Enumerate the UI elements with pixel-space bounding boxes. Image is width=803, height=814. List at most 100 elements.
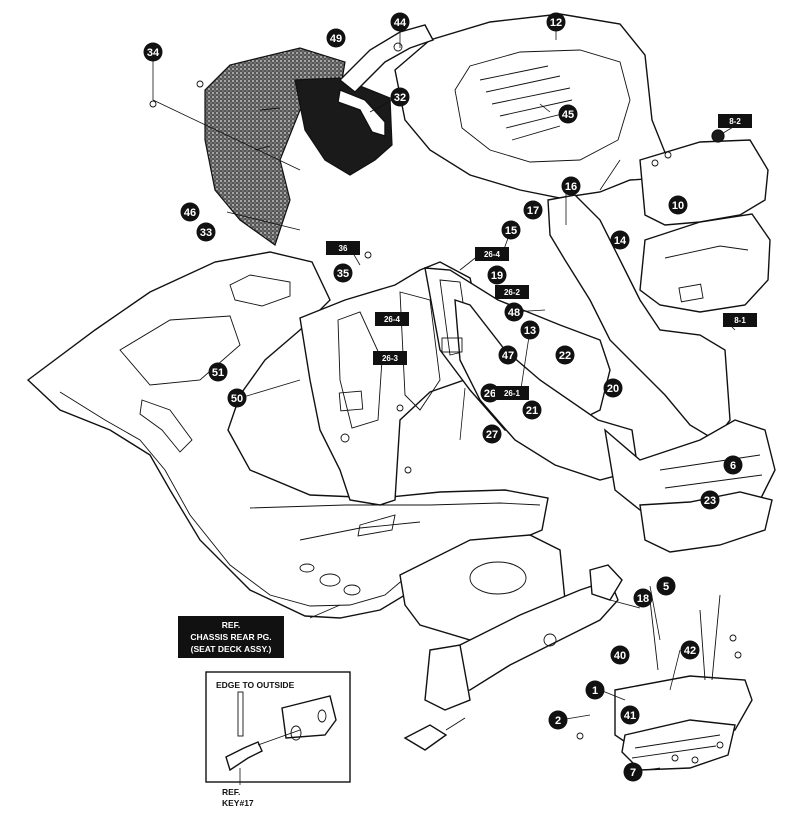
callout-18: 18	[633, 588, 653, 608]
callout-label: 22	[559, 350, 571, 362]
callout-badge	[623, 762, 643, 782]
callout-badge	[501, 220, 521, 240]
callout-6: 6	[723, 455, 743, 475]
callout-badge	[585, 680, 605, 700]
callout-label: 26-3	[382, 354, 399, 363]
callout-32: 32	[390, 87, 410, 107]
pedal-assembly	[614, 594, 753, 771]
callout-label: 1	[592, 685, 598, 697]
callout-label: 26-2	[504, 288, 521, 297]
callout-label: 41	[624, 710, 636, 722]
callout-badge	[633, 588, 653, 608]
callout-34: 34	[143, 42, 163, 62]
callout-label: 13	[524, 325, 536, 337]
callout-label: 50	[231, 393, 243, 405]
callout-badge	[373, 351, 407, 365]
inset-ref-line2: KEY#17	[222, 798, 254, 808]
callout-label: 48	[508, 307, 520, 319]
dash-panel	[204, 47, 393, 246]
callout-badge	[520, 320, 540, 340]
callout-7: 7	[623, 762, 643, 782]
callout-badge	[227, 388, 247, 408]
callout-label: 8-1	[734, 316, 746, 325]
center-frame	[299, 261, 639, 506]
callout-badge	[620, 705, 640, 725]
callout-badge	[375, 312, 409, 326]
callout-badge	[196, 222, 216, 242]
callout-badge	[504, 302, 524, 322]
callout-42: 42	[680, 640, 700, 660]
callout-26-2: 26-2	[495, 285, 529, 299]
callout-label: 40	[614, 650, 626, 662]
callout-label: 35	[337, 268, 349, 280]
callout-35: 35	[333, 263, 353, 283]
callout-label: 21	[526, 405, 538, 417]
callout-label: 7	[630, 767, 636, 779]
callout-26-1: 26-1	[495, 386, 529, 400]
callout-badge	[390, 12, 410, 32]
callout-10: 10	[668, 195, 688, 215]
steering-assembly	[399, 534, 623, 751]
callout-badge	[326, 241, 360, 255]
callout-badge	[390, 87, 410, 107]
tube-bracket	[337, 24, 435, 137]
callout-label: 51	[212, 367, 224, 379]
callout-label: 26-4	[384, 315, 401, 324]
callout-20: 20	[603, 378, 623, 398]
callout-1: 1	[585, 680, 605, 700]
callout-47: 47	[498, 345, 518, 365]
callout-17: 17	[523, 200, 543, 220]
callout-badge	[523, 200, 543, 220]
callout-label: 19	[491, 270, 503, 282]
callout-layer: 1244493432458-2101617151446333626-419352…	[143, 12, 757, 782]
reference-box: REF. CHASSIS REAR PG. (SEAT DECK ASSY.)	[178, 616, 284, 658]
callout-41: 41	[620, 705, 640, 725]
callout-2: 2	[548, 710, 568, 730]
callout-46: 46	[180, 202, 200, 222]
callout-label: 34	[147, 47, 160, 59]
ref-line1: REF.	[222, 620, 240, 630]
callout-badge	[723, 313, 757, 327]
inset-detail-box: EDGE TO OUTSIDE	[205, 671, 351, 785]
callout-badge	[723, 455, 743, 475]
callout-label: 8-2	[729, 117, 741, 126]
callout-badge	[548, 710, 568, 730]
callout-label: 36	[339, 244, 348, 253]
callout-21: 21	[522, 400, 542, 420]
seat-deck-body	[26, 251, 549, 619]
inset-ref-line1: REF.	[222, 787, 240, 797]
callout-badge	[561, 176, 581, 196]
callout-badge	[610, 230, 630, 250]
callout-label: 12	[550, 17, 562, 29]
callout-badge	[495, 386, 529, 400]
callout-12: 12	[546, 12, 566, 32]
callout-label: 47	[502, 350, 514, 362]
callout-label: 44	[394, 17, 407, 29]
callout-15: 15	[501, 220, 521, 240]
callout-51: 51	[208, 362, 228, 382]
callout-label: 26-4	[484, 250, 501, 259]
callout-badge	[668, 195, 688, 215]
callout-26-3: 26-3	[373, 351, 407, 365]
callout-36: 36	[326, 241, 360, 255]
hood	[394, 13, 669, 199]
inset-heading: EDGE TO OUTSIDE	[216, 680, 295, 690]
side-panels	[547, 139, 776, 553]
callout-badge	[326, 28, 346, 48]
callout-label: 10	[672, 200, 684, 212]
callout-badge	[718, 114, 752, 128]
callout-label: 23	[704, 495, 716, 507]
callout-label: 26-1	[504, 389, 521, 398]
callout-33: 33	[196, 222, 216, 242]
callout-badge	[555, 345, 575, 365]
callout-badge	[558, 104, 578, 124]
callout-label: 18	[637, 593, 649, 605]
callout-19: 19	[487, 265, 507, 285]
callout-badge	[480, 383, 500, 403]
callout-26: 26	[480, 383, 500, 403]
callout-badge	[482, 424, 502, 444]
ref-line3: (SEAT DECK ASSY.)	[191, 644, 272, 654]
callout-44: 44	[390, 12, 410, 32]
callout-label: 6	[730, 460, 736, 472]
